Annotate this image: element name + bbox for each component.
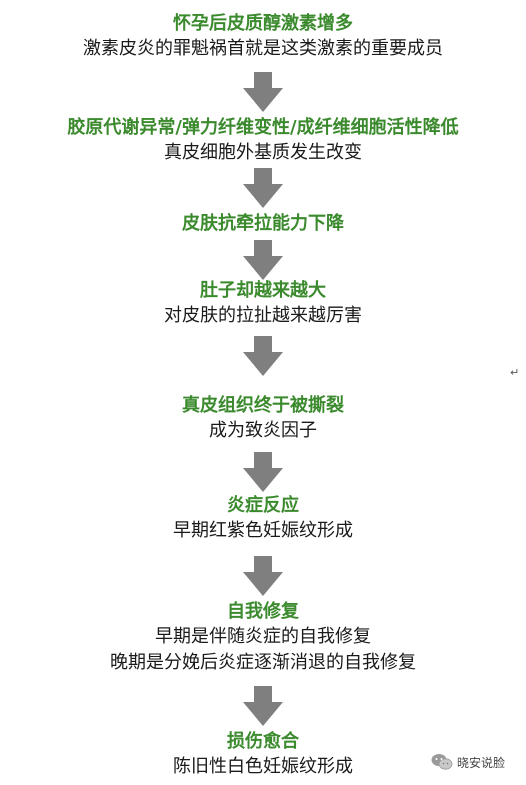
watermark: 晓安说脸 (431, 750, 519, 774)
down-arrow-icon (243, 336, 283, 376)
step-desc: 早期是伴随炎症的自我修复 (155, 626, 371, 647)
down-arrow-icon (243, 452, 283, 492)
step-title: 胶原代谢异常/弹力纤维变性/成纤维细胞活性降低 (67, 117, 459, 138)
step-3: 皮肤抗牵拉能力下降 (0, 212, 526, 236)
down-arrow-icon (243, 168, 283, 208)
watermark-text: 晓安说脸 (457, 755, 506, 770)
step-6: 炎症反应 早期红紫色妊娠纹形成 (0, 494, 526, 544)
step-desc: 激素皮炎的罪魁祸首就是这类激素的重要成员 (83, 38, 443, 59)
paragraph-mark: ↵ (510, 366, 520, 379)
step-5: 真皮组织终于被撕裂 成为致炎因子 (0, 394, 526, 444)
step-title: 怀孕后皮质醇激素增多 (173, 13, 353, 34)
step-4: 肚子却越来越大 对皮肤的拉扯越来越厉害 (0, 279, 526, 329)
step-7: 自我修复 早期是伴随炎症的自我修复 晚期是分娩后炎症逐渐消退的自我修复 (0, 600, 526, 676)
step-2: 胶原代谢异常/弹力纤维变性/成纤维细胞活性降低 真皮细胞外基质发生改变 (0, 116, 526, 166)
step-title: 自我修复 (227, 601, 299, 622)
down-arrow-icon (243, 686, 283, 726)
down-arrow-icon (243, 556, 283, 596)
step-desc: 晚期是分娩后炎症逐渐消退的自我修复 (110, 652, 416, 673)
step-title: 皮肤抗牵拉能力下降 (182, 213, 344, 234)
step-1: 怀孕后皮质醇激素增多 激素皮炎的罪魁祸首就是这类激素的重要成员 (0, 12, 526, 62)
step-title: 肚子却越来越大 (200, 280, 326, 301)
step-title: 炎症反应 (227, 495, 299, 516)
step-8: 损伤愈合 陈旧性白色妊娠纹形成 (0, 730, 526, 780)
step-title: 损伤愈合 (227, 731, 299, 752)
step-desc: 早期红紫色妊娠纹形成 (173, 520, 353, 541)
step-title: 真皮组织终于被撕裂 (182, 395, 344, 416)
step-desc: 对皮肤的拉扯越来越厉害 (164, 305, 362, 326)
wechat-logo-icon (431, 754, 453, 770)
step-desc: 陈旧性白色妊娠纹形成 (173, 756, 353, 777)
step-desc: 真皮细胞外基质发生改变 (164, 142, 362, 163)
down-arrow-icon (243, 240, 283, 280)
down-arrow-icon (243, 72, 283, 112)
step-desc: 成为致炎因子 (209, 420, 317, 441)
